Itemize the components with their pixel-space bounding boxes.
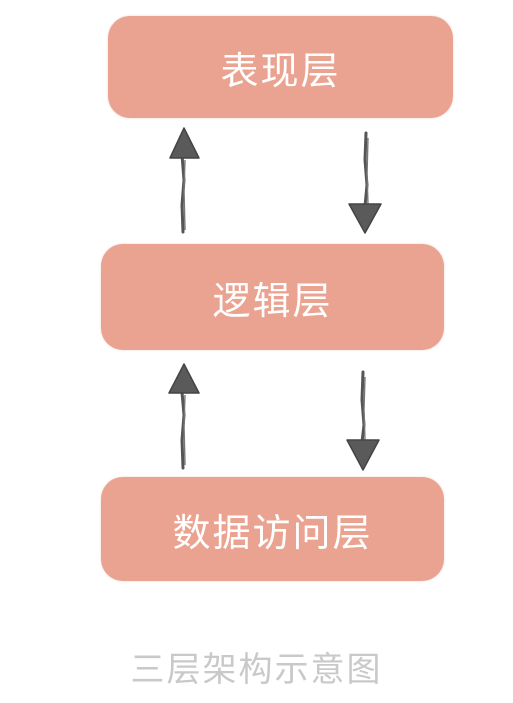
presentation-layer-box: 表现层 xyxy=(108,16,453,118)
arrow-down-presentation-to-logic xyxy=(348,131,382,234)
arrow-down-logic-to-data xyxy=(346,370,380,471)
arrow-up-data-to-logic xyxy=(168,363,200,470)
presentation-layer-label: 表现层 xyxy=(220,48,341,93)
arrow-up-logic-to-presentation xyxy=(169,127,200,234)
diagram-caption: 三层架构示意图 xyxy=(130,650,383,690)
data-access-layer-box: 数据访问层 xyxy=(101,477,444,581)
logic-layer-box: 逻辑层 xyxy=(101,244,444,350)
data-access-layer-label: 数据访问层 xyxy=(172,510,373,555)
logic-layer-label: 逻辑层 xyxy=(212,278,333,323)
